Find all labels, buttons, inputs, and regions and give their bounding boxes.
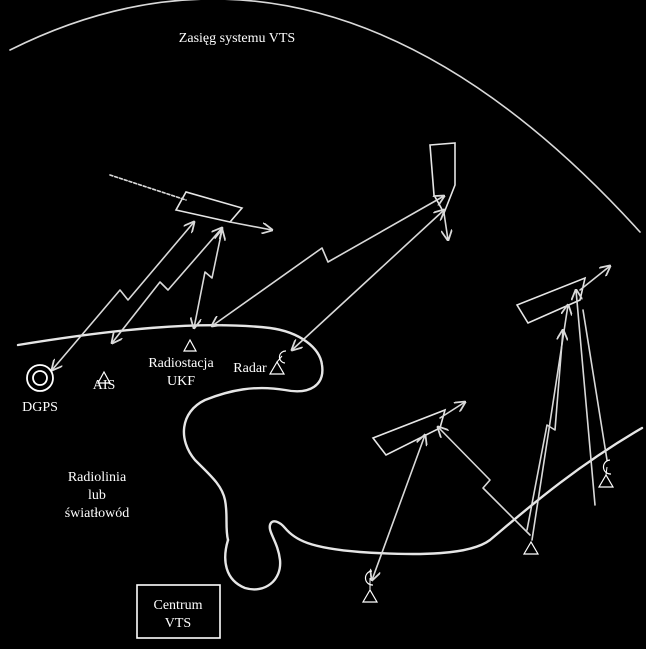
- link-station-ship3-a: [526, 330, 563, 531]
- ship-3: [515, 276, 587, 325]
- radiostacja-label: Radiostacja: [148, 356, 214, 371]
- dgps-label: DGPS: [22, 400, 58, 415]
- ais-label: AIS: [93, 378, 116, 393]
- link-east-radar: [582, 309, 608, 461]
- ukf-label: UKF: [167, 374, 195, 389]
- station-east-icon: [522, 540, 540, 555]
- ship-4-heading: [439, 402, 465, 419]
- ship-2-heading: [444, 212, 448, 240]
- ais-station-icon: [96, 370, 112, 384]
- radar-station-icon: [268, 350, 287, 375]
- ship-3-heading: [579, 266, 610, 291]
- ship-1: [174, 191, 244, 223]
- link-dgps-ship1: [52, 222, 194, 370]
- ship-1-heading: [229, 221, 272, 230]
- link-ukf-ship2: [212, 196, 444, 326]
- ship-4: [371, 408, 447, 457]
- lub-label: lub: [88, 488, 106, 503]
- radar-label: Radar: [233, 361, 267, 376]
- centrum-vts-box: [136, 584, 221, 639]
- link-radar-ship3: [576, 290, 596, 506]
- ukf-station-icon: [182, 338, 198, 352]
- link-ship4-station: [438, 427, 531, 536]
- ship-1-wake: [109, 174, 187, 201]
- radar-station-east-icon: [597, 459, 615, 488]
- vts-range-arc: [9, 0, 641, 233]
- title-label: Zasięg systemu VTS: [179, 31, 295, 46]
- link-radar-ship2: [292, 210, 444, 350]
- radar-station-south-icon: [361, 570, 379, 603]
- vts-label: VTS: [165, 616, 191, 631]
- link-radar-ship4: [372, 435, 425, 580]
- coastline-bay-loop: [224, 426, 644, 591]
- link-station-ship3-b: [531, 305, 568, 541]
- centrum-label: Centrum: [154, 598, 203, 613]
- radiolinia-label: Radiolinia: [68, 470, 127, 485]
- dgps-station-icon: [26, 364, 54, 392]
- swiatlowod-label: światłowód: [65, 506, 130, 521]
